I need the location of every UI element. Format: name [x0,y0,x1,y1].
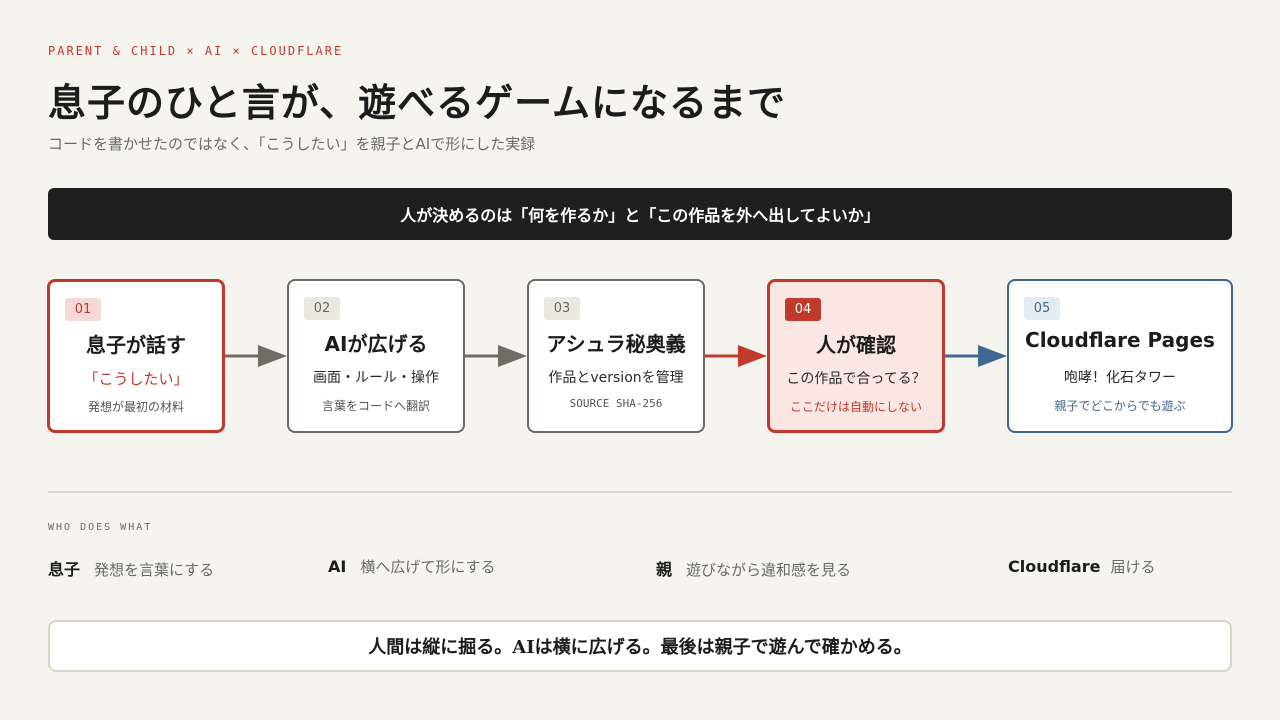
step-title: 息子が話す [86,333,186,357]
step-title: AIが広げる [324,332,428,356]
step-son-speaks: 01 息子が話す 「こうしたい」 発想が最初の材料 [47,279,225,433]
step-note: 言葉をコードへ翻訳 [321,399,430,413]
page-title: 息子のひと言が、遊べるゲームになるまで [48,80,786,125]
role-what: 横へ広げて形にする [360,558,496,576]
role-ai: AI 横へ広げて形にする [328,556,496,577]
role-what: 届ける [1110,558,1156,576]
step-note: 発想が最初の材料 [87,400,184,414]
role-cloudflare: Cloudflare 届ける [1008,556,1155,577]
step-number: 03 [544,297,580,320]
step-detail: 「こうしたい」 [83,370,189,388]
who-does-what-label: WHO DOES WHAT [48,522,153,533]
step-number: 01 [65,298,101,321]
step-number: 05 [1024,297,1060,320]
role-parent: 親 遊びながら違和感を見る [656,556,851,580]
role-who: 息子 [48,560,81,579]
arrow-3-to-4 [705,345,767,367]
step-note: 親子でどこからでも遊ぶ [1054,399,1186,413]
section-divider [48,491,1232,493]
principle-banner-text: 人が決めるのは「何を作るか」と「この作品を外へ出してよいか」 [400,206,880,225]
role-who: Cloudflare [1008,557,1101,576]
role-what: 遊びながら違和感を見る [686,561,852,579]
closing-statement: 人間は縦に掘る。AIは横に広げる。最後は親子で遊んで確かめる。 [48,620,1232,672]
step-number: 02 [304,297,340,320]
step-title: 人が確認 [816,333,896,357]
step-note: SOURCE SHA-256 [569,397,663,410]
header-kicker: PARENT & CHILD × AI × CLOUDFLARE [48,44,344,58]
arrow-4-to-5 [945,345,1007,367]
step-number: 04 [785,298,821,321]
principle-banner: 人が決めるのは「何を作るか」と「この作品を外へ出してよいか」 [48,188,1232,240]
step-title: アシュラ秘奥義 [546,332,686,356]
step-human-review: 04 人が確認 この作品で合ってる？ ここだけは自動にしない [767,279,945,433]
closing-text: 人間は縦に掘る。AIは横に広げる。最後は親子で遊んで確かめる。 [368,637,912,658]
arrow-2-to-3 [465,345,527,367]
step-version-management: 03 アシュラ秘奥義 作品とversionを管理 SOURCE SHA-256 [527,279,705,433]
role-what: 発想を言葉にする [94,561,215,579]
role-who: 親 [656,560,673,579]
step-title: Cloudflare Pages [1025,328,1215,352]
role-who: AI [328,557,347,576]
arrow-1-to-2 [225,345,287,367]
step-detail: この作品で合ってる？ [786,371,926,387]
step-detail: 作品とversionを管理 [548,370,684,386]
step-cloudflare-pages: 05 Cloudflare Pages 咆哮！化石タワー 親子でどこからでも遊ぶ [1007,279,1233,433]
page-subtitle: コードを書かせたのではなく、「こうしたい」を親子とAIで形にした実録 [48,135,536,153]
step-note: ここだけは自動にしない [789,400,922,414]
step-detail: 画面・ルール・操作 [313,370,439,386]
step-detail: 咆哮！化石タワー [1064,370,1176,386]
role-son: 息子 発想を言葉にする [48,556,214,580]
step-ai-expands: 02 AIが広げる 画面・ルール・操作 言葉をコードへ翻訳 [287,279,465,433]
